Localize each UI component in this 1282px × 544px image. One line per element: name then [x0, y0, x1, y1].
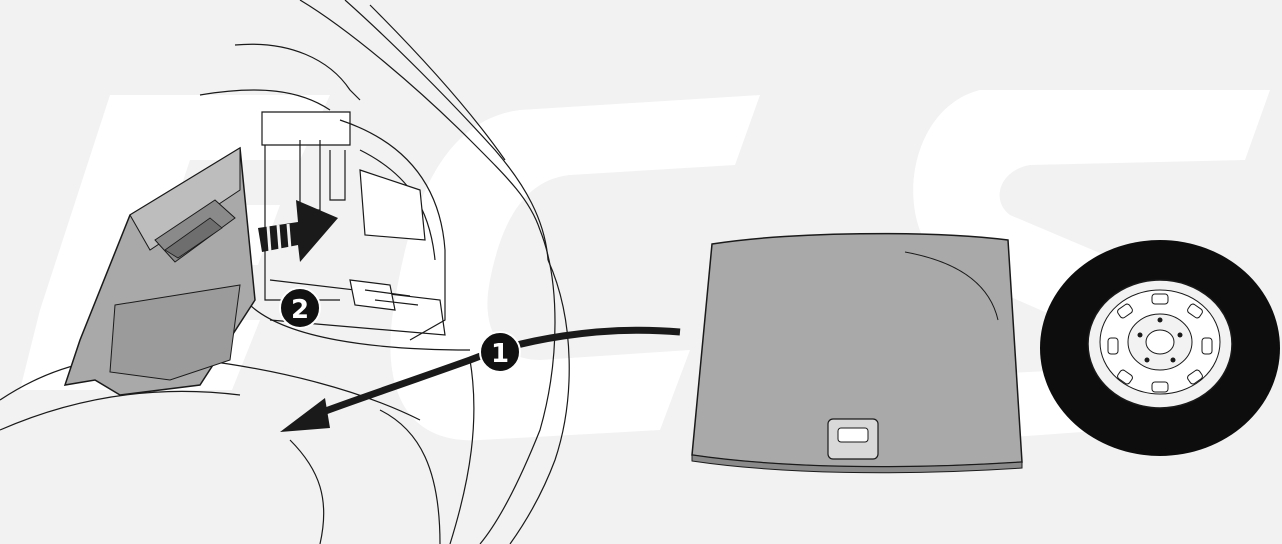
- callout-2: 2: [280, 288, 320, 328]
- callout-1-label: 1: [491, 339, 509, 369]
- callout-2-label: 2: [291, 295, 309, 325]
- trunk-floor-cover: [692, 234, 1022, 473]
- cover-handle: [828, 419, 878, 459]
- callout-1: 1: [480, 332, 520, 372]
- spare-wheel: [1040, 240, 1280, 456]
